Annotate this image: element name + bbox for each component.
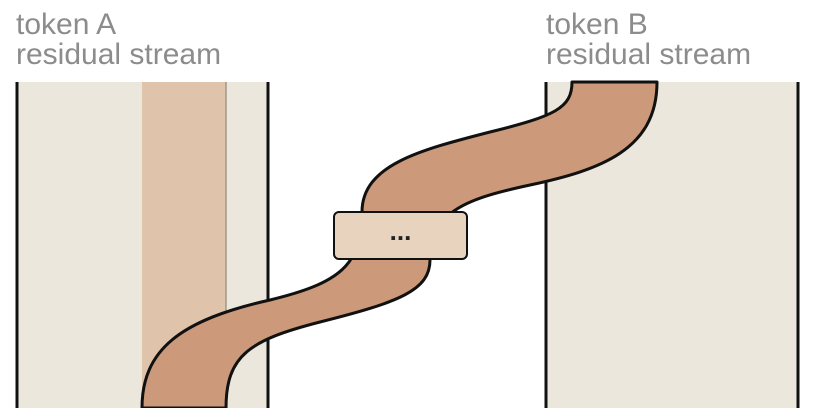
intermediate-box-label: ... (390, 216, 412, 246)
token-b-subtitle: residual stream (546, 38, 752, 71)
token-a-stream-label: token A residual stream (16, 10, 221, 70)
intermediate-box: ... (333, 211, 468, 260)
token-a-stream (15, 82, 270, 408)
token-a-subtitle: residual stream (16, 38, 222, 71)
token-b-stream-label: token B residual stream (546, 10, 751, 70)
token-a-name: token A (16, 8, 117, 41)
intermediate-box-rect (333, 211, 468, 260)
token-b-name: token B (546, 8, 648, 41)
